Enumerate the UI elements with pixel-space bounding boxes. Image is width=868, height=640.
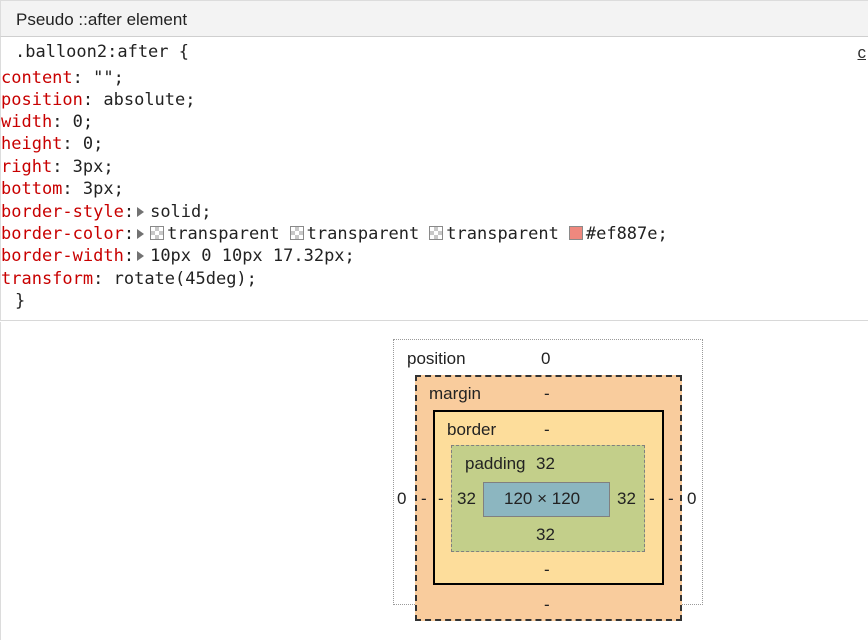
property-name[interactable]: border-color <box>1 224 124 244</box>
padding-right-value[interactable]: 32 <box>617 489 636 508</box>
color-value[interactable]: #ef887e; <box>585 224 668 244</box>
property-name[interactable]: height <box>1 134 63 154</box>
property-name[interactable]: transform <box>1 269 94 289</box>
pane-title: Pseudo ::after element <box>16 10 188 29</box>
declaration-border-width[interactable]: border-width:10px 0 10px 17.32px; <box>1 246 355 266</box>
property-value[interactable]: 0; <box>72 112 94 132</box>
box-model-metrics: position 0 0 0 margin - - - - border - -… <box>0 322 868 640</box>
declaration-width[interactable]: width: 0; <box>1 112 94 132</box>
content-size-value[interactable]: 120 × 120 <box>504 489 581 508</box>
border-label: border <box>447 420 497 439</box>
color-value[interactable]: transparent <box>446 224 559 244</box>
declaration-border-style[interactable]: border-style:solid; <box>1 202 212 222</box>
declaration-transform[interactable]: transform: rotate(45deg); <box>1 269 257 289</box>
padding-top-value[interactable]: 32 <box>536 454 555 473</box>
property-name[interactable]: right <box>1 157 53 177</box>
property-value[interactable]: solid; <box>150 202 212 222</box>
declaration-right[interactable]: right: 3px; <box>1 157 114 177</box>
property-name[interactable]: position <box>1 90 83 110</box>
source-link[interactable]: c <box>857 43 867 62</box>
rule-close-brace: } <box>15 291 26 311</box>
rule-selector[interactable]: .balloon2:after { <box>15 42 189 62</box>
property-value[interactable]: 3px; <box>82 179 124 199</box>
border-top-value[interactable]: - <box>544 420 550 439</box>
position-top-value[interactable]: 0 <box>541 349 551 368</box>
declaration-content[interactable]: content: ""; <box>1 68 124 88</box>
property-value[interactable]: rotate(45deg); <box>113 269 257 289</box>
color-swatch-transparent-icon[interactable] <box>289 226 304 240</box>
padding-bottom-value[interactable]: 32 <box>536 525 555 544</box>
expand-triangle-icon[interactable] <box>137 251 145 261</box>
position-right-value[interactable]: 0 <box>687 489 697 508</box>
padding-left-value[interactable]: 32 <box>457 489 476 508</box>
property-value[interactable]: absolute; <box>103 90 196 110</box>
property-name[interactable]: bottom <box>1 179 63 199</box>
margin-left-value[interactable]: - <box>421 489 427 508</box>
declaration-height[interactable]: height: 0; <box>1 134 104 154</box>
color-swatch-transparent-icon[interactable] <box>150 226 165 240</box>
property-name[interactable]: border-width <box>1 246 124 266</box>
declaration-position[interactable]: position: absolute; <box>1 90 196 110</box>
property-value[interactable]: ""; <box>93 68 124 88</box>
margin-top-value[interactable]: - <box>544 384 550 403</box>
pseudo-element-header: Pseudo ::after element <box>0 0 868 37</box>
margin-bottom-value[interactable]: - <box>544 595 550 614</box>
margin-right-value[interactable]: - <box>668 489 674 508</box>
color-swatch-transparent-icon[interactable] <box>429 226 444 240</box>
content-box <box>483 482 610 517</box>
expand-triangle-icon[interactable] <box>137 229 145 239</box>
border-bottom-value[interactable]: - <box>544 560 550 579</box>
color-swatch-icon[interactable] <box>568 226 583 240</box>
property-value[interactable]: 10px 0 10px 17.32px; <box>150 246 355 266</box>
border-left-value[interactable]: - <box>438 489 444 508</box>
declaration-bottom[interactable]: bottom: 3px; <box>1 179 124 199</box>
position-left-value[interactable]: 0 <box>397 489 407 508</box>
property-value[interactable]: 3px; <box>72 157 114 177</box>
property-name[interactable]: width <box>1 112 53 132</box>
expand-triangle-icon[interactable] <box>137 207 145 217</box>
padding-label: padding <box>465 454 526 473</box>
color-value[interactable]: transparent <box>306 224 420 244</box>
property-name[interactable]: content <box>1 68 73 88</box>
property-name[interactable]: border-style <box>1 202 124 222</box>
border-right-value[interactable]: - <box>649 489 655 508</box>
position-label: position <box>407 349 466 368</box>
css-rule-block: .balloon2:after { c content: ""; positio… <box>0 37 868 321</box>
margin-label: margin <box>429 384 481 403</box>
property-value[interactable]: 0; <box>82 134 104 154</box>
color-value[interactable]: transparent <box>167 224 280 244</box>
